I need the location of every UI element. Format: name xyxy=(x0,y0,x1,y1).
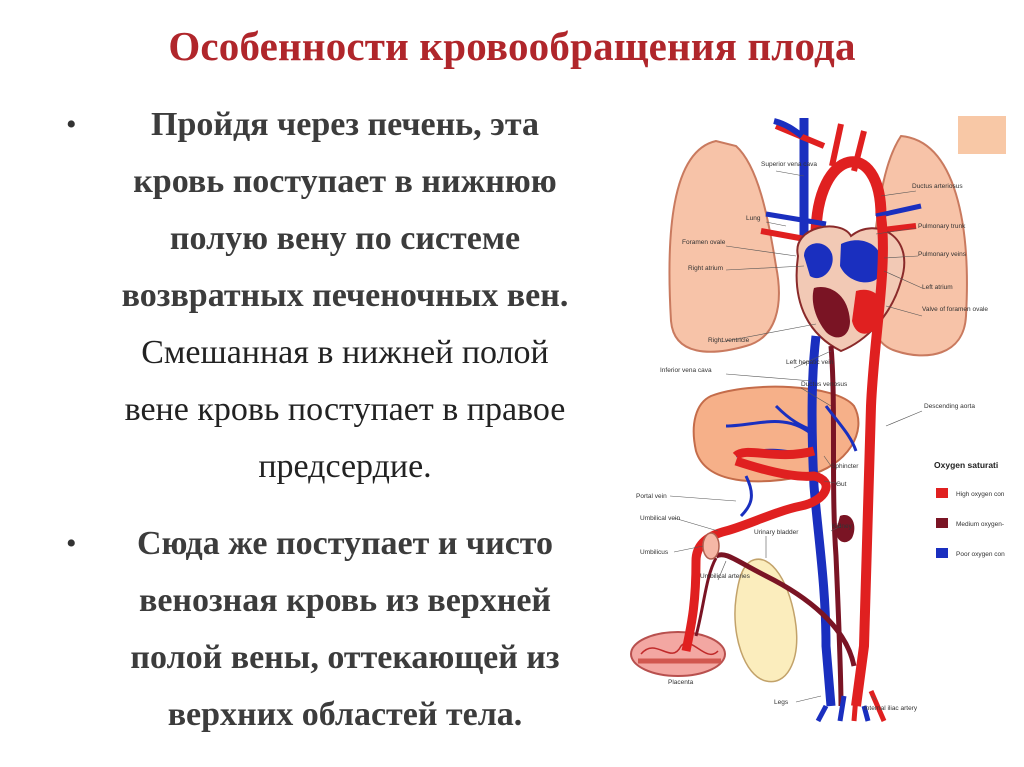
label-umbilical-arteries: Umbilical arteries xyxy=(700,573,751,580)
bullet-item-1: • Пройдя через печень, эта кровь поступа… xyxy=(40,96,610,495)
label-right-atrium: Right atrium xyxy=(688,265,723,272)
brachiocephalic-vein xyxy=(773,118,804,139)
label-left-hepatic-vein: Left hepatic vein xyxy=(786,359,834,366)
umbilical-artery-branch xyxy=(694,557,718,637)
kidney xyxy=(836,515,855,543)
label-umbilicus: Umbilicus xyxy=(640,549,669,556)
legend-label-poor: Poor oxygen con xyxy=(956,551,1005,558)
left-atrium xyxy=(840,240,883,283)
bullet-1-line: Пройдя через печень, эта xyxy=(151,106,539,143)
leg-veins xyxy=(815,695,871,723)
label-left-atrium: Left atrium xyxy=(922,284,953,291)
fetal-circulation-diagram: Superior vena cava Lung Foramen ovale Ri… xyxy=(630,116,1006,723)
label-descending-aorta: Descending aorta xyxy=(924,403,975,410)
label-gut: Gut xyxy=(836,481,847,488)
bullet-2-text: Сюда же поступает и чисто венозная кровь… xyxy=(80,515,610,743)
bullet-1-line: кровь поступает в нижнюю xyxy=(133,163,557,200)
leader-lines xyxy=(669,170,923,703)
legend-swatch-poor xyxy=(936,548,948,558)
label-valve-of-foramen-ovale: Valve of foramen ovale xyxy=(922,306,988,313)
legend-swatch-medium xyxy=(936,518,948,528)
label-portal-vein: Portal vein xyxy=(636,493,667,500)
label-lung: Lung xyxy=(746,215,761,222)
inferior-vena-cava xyxy=(807,335,836,707)
mixed-vessel xyxy=(828,345,844,707)
bullet-list: • Пройдя через печень, эта кровь поступа… xyxy=(40,96,610,743)
bullet-1-text: Пройдя через печень, эта кровь поступает… xyxy=(80,96,610,495)
label-umbilical-vein: Umbilical vein xyxy=(640,515,680,522)
bullet-2-line: Сюда же поступает и чисто xyxy=(136,525,554,562)
label-pulmonary-veins: Pulmonary veins xyxy=(918,251,967,258)
umbilicus xyxy=(702,532,720,560)
legend-label-high: High oxygen con xyxy=(956,491,1005,498)
bullet-icon: • xyxy=(66,108,77,141)
bullet-1-line: предсердие. xyxy=(258,448,432,485)
descending-aorta xyxy=(851,215,888,707)
placenta xyxy=(630,631,726,677)
bullet-2-line: венозная кровь из верхней xyxy=(138,582,552,619)
label-legs: Legs xyxy=(774,699,789,706)
aortic-arch xyxy=(810,156,887,237)
bullet-1-line: полую вену по системе xyxy=(169,220,521,257)
right-ventricle xyxy=(812,286,850,338)
left-hepatic-vein xyxy=(824,405,858,452)
label-sphincter: Sphincter xyxy=(831,463,859,470)
bullet-icon: • xyxy=(66,527,77,560)
label-right-ventricle: Right ventricle xyxy=(708,337,750,344)
label-kidney: Kidney xyxy=(832,523,853,530)
label-placenta: Placenta xyxy=(668,679,694,686)
right-atrium xyxy=(804,243,833,279)
label-internal-iliac-artery: Internal iliac artery xyxy=(864,705,918,712)
legend-swatch-high xyxy=(936,488,948,498)
oxygen-legend: Oxygen saturati High oxygen con Medium o… xyxy=(934,460,1005,558)
placenta-vessels xyxy=(640,642,719,655)
bullet-1-line: Смешанная в нижней полой xyxy=(141,334,549,371)
corner-tab xyxy=(958,116,1006,154)
internal-iliac-artery xyxy=(851,690,887,722)
pulmonary-veins xyxy=(765,203,922,227)
bullet-2-line: верхних областей тела. xyxy=(167,696,523,733)
slide-title: Особенности кровообращения плода xyxy=(168,23,856,69)
legend-label-medium: Medium oxygen- xyxy=(956,521,1004,528)
label-ductus-venosus: Ductus venosus xyxy=(801,381,848,388)
bullet-1-line: возвратных печеночных вен. xyxy=(121,277,569,314)
umbilical-arteries xyxy=(714,552,857,667)
right-lung xyxy=(668,139,780,353)
label-inferior-vena-cava: Inferior vena cava xyxy=(660,367,712,374)
label-urinary-bladder: Urinary bladder xyxy=(754,529,799,536)
bullet-1-line: вене кровь поступает в правое xyxy=(124,391,566,428)
bullet-item-2: • Сюда же поступает и чисто венозная кро… xyxy=(40,515,610,743)
umbilical-vein xyxy=(681,446,831,652)
portal-vein xyxy=(739,475,753,518)
legend-title: Oxygen saturati xyxy=(934,460,998,470)
bullet-2-line: полой вены, оттекающей из xyxy=(130,639,560,676)
label-superior-vena-cava: Superior vena cava xyxy=(761,161,817,168)
label-pulmonary-trunk: Pulmonary trunk xyxy=(918,223,966,230)
label-foramen-ovale: Foramen ovale xyxy=(682,239,726,246)
label-ductus-arteriosus: Ductus arteriosus xyxy=(912,183,963,190)
